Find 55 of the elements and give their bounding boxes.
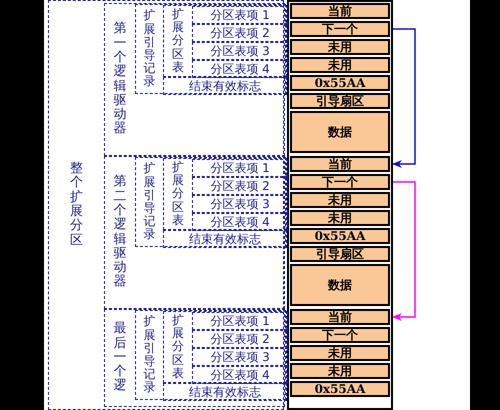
arrow bbox=[392, 181, 416, 321]
table-entry: 结束有效标志 bbox=[163, 230, 287, 248]
sector-block: 未用 bbox=[290, 39, 390, 55]
vertical-label: 第一个逻辑驱动器 bbox=[114, 22, 126, 137]
region-frame bbox=[104, 3, 285, 156]
sector-block: 未用 bbox=[290, 210, 390, 226]
sector-block: 引导扇区 bbox=[290, 246, 390, 262]
table-entry: 分区表项 1 bbox=[192, 312, 288, 330]
sector-block: 当前 bbox=[290, 156, 390, 172]
table-entry: 分区表项 2 bbox=[192, 330, 288, 348]
table-entry: 分区表项 1 bbox=[192, 159, 288, 177]
sector-block: 未用 bbox=[290, 363, 390, 379]
region-frame bbox=[163, 5, 287, 77]
sector-block: 数据 bbox=[290, 264, 390, 306]
vertical-label: 扩展引导记录 bbox=[144, 162, 156, 242]
table-entry: 分区表项 3 bbox=[192, 42, 288, 60]
vertical-label: 第二个逻辑驱动器 bbox=[114, 175, 126, 290]
sector-block: 下一个 bbox=[290, 21, 390, 37]
table-entry: 结束有效标志 bbox=[163, 77, 287, 95]
sector-block: 引导扇区 bbox=[290, 93, 390, 109]
sector-block: 0x55AA bbox=[290, 228, 390, 244]
vertical-label: 扩展引导记录 bbox=[144, 9, 156, 89]
vertical-label: 最后一个逻 bbox=[114, 322, 126, 394]
table-entry: 分区表项 3 bbox=[192, 195, 288, 213]
vertical-label: 扩展分区表 bbox=[172, 314, 184, 380]
table-entry: 分区表项 3 bbox=[192, 348, 288, 366]
region-frame bbox=[163, 311, 287, 383]
sector-block: 下一个 bbox=[290, 327, 390, 343]
table-entry: 分区表项 2 bbox=[192, 24, 288, 42]
vertical-label: 扩展引导记录 bbox=[144, 315, 156, 395]
sector-block: 0x55AA bbox=[290, 75, 390, 91]
sector-block: 未用 bbox=[290, 57, 390, 73]
region-frame bbox=[163, 158, 287, 230]
sector-block: 当前 bbox=[290, 309, 390, 325]
table-entry: 分区表项 4 bbox=[192, 60, 288, 78]
region-frame bbox=[104, 156, 285, 309]
sector-block: 下一个 bbox=[290, 174, 390, 190]
vertical-label: 扩展分区表 bbox=[172, 8, 184, 74]
table-entry: 分区表项 4 bbox=[192, 366, 288, 384]
table-entry: 结束有效标志 bbox=[163, 383, 287, 401]
region-frame bbox=[135, 157, 286, 247]
arrow bbox=[392, 28, 416, 168]
sector-block: 未用 bbox=[290, 192, 390, 208]
region-frame bbox=[135, 310, 286, 400]
sector-block: 未用 bbox=[290, 345, 390, 361]
table-entry: 分区表项 4 bbox=[192, 213, 288, 231]
sector-block: 0x55AA bbox=[290, 381, 390, 397]
region-frame bbox=[104, 309, 285, 407]
region-frame bbox=[135, 4, 286, 94]
vertical-label: 扩展分区表 bbox=[172, 161, 184, 227]
table-entry: 分区表项 2 bbox=[192, 177, 288, 195]
sector-block: 数据 bbox=[290, 111, 390, 153]
sector-block: 当前 bbox=[290, 3, 390, 19]
table-entry: 分区表项 1 bbox=[192, 6, 288, 24]
vertical-label: 整个扩展分区 bbox=[70, 162, 83, 248]
